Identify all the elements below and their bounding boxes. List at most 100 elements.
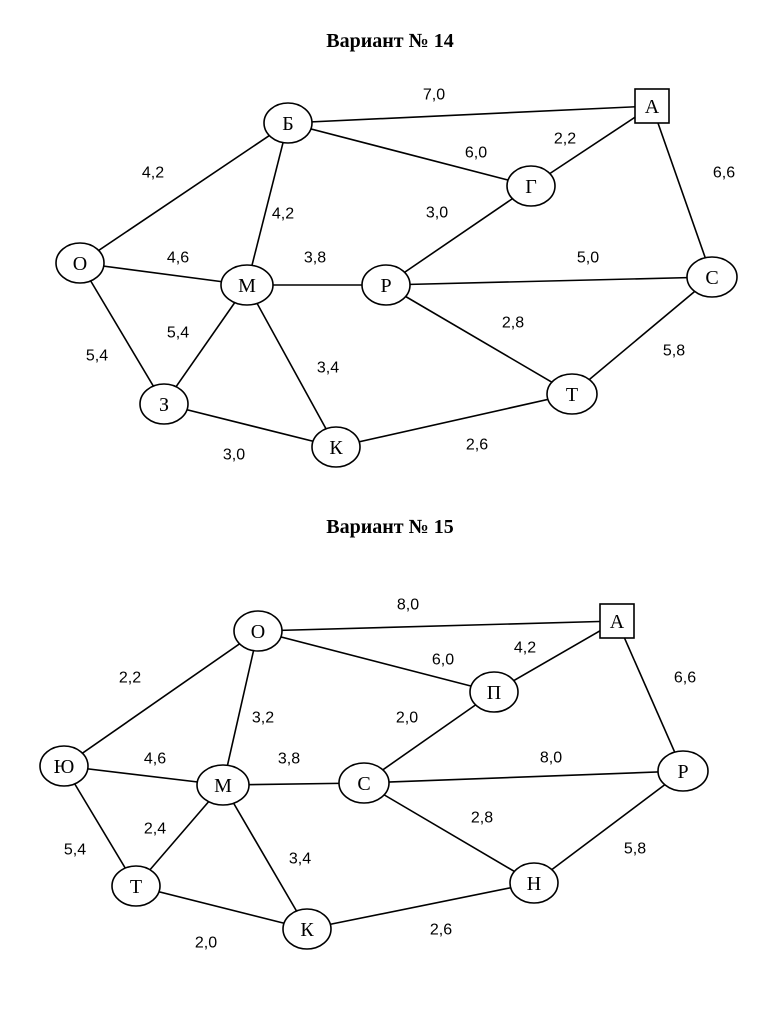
node-label: О <box>251 621 265 643</box>
node-С: С <box>686 256 738 298</box>
edge-З-К <box>163 403 337 448</box>
edge-weight-label: 5,8 <box>624 841 646 858</box>
edge-П-А <box>493 620 618 693</box>
edge-Р-Т <box>385 284 573 395</box>
edge-weight-label: 5,8 <box>663 343 685 360</box>
node-М: М <box>220 264 274 306</box>
node-circle <box>55 242 105 284</box>
node-label: Р <box>677 761 688 783</box>
node-circle <box>220 264 274 306</box>
node-circle <box>509 862 559 904</box>
node-circle <box>139 383 189 425</box>
node-З: З <box>139 383 189 425</box>
edge-weight-label: 2,2 <box>119 670 141 687</box>
variant-15-title: Вариант № 15 <box>326 516 454 538</box>
edge-weight-label: 2,6 <box>466 437 488 454</box>
node-О: О <box>55 242 105 284</box>
edge-weight-label: 2,0 <box>195 935 217 952</box>
node-circle <box>686 256 738 298</box>
edge-Р-Н <box>533 770 684 884</box>
node-circle <box>506 165 556 207</box>
edge-К-Н <box>306 882 535 930</box>
edge-weight-label: 2,2 <box>554 131 576 148</box>
node-circle <box>111 865 161 907</box>
edge-М-О <box>222 630 259 786</box>
node-label: А <box>610 611 625 633</box>
node-square <box>634 88 670 124</box>
node-Б: Б <box>263 102 313 144</box>
node-Р: Р <box>361 264 411 306</box>
node-label: С <box>705 267 718 289</box>
edge-weight-label: 3,0 <box>223 447 245 464</box>
edge-М-З <box>163 284 248 405</box>
node-Г: Г <box>506 165 556 207</box>
node-circle <box>361 264 411 306</box>
edge-weight-label: 2,6 <box>430 922 452 939</box>
edge-weight-label: 2,0 <box>396 710 418 727</box>
node-circle <box>196 764 250 806</box>
edge-М-К <box>222 784 308 930</box>
edge-weight-label: 4,2 <box>514 640 536 657</box>
edge-weight-label: 2,8 <box>471 810 493 827</box>
node-А: А <box>634 88 670 124</box>
nodes: А Б Г О М Р С З К Т <box>55 88 738 468</box>
node-Р: Р <box>657 750 709 792</box>
node-circle <box>39 745 89 787</box>
edge-weight-label: 3,0 <box>426 205 448 222</box>
node-circle <box>311 426 361 468</box>
edge-weight-label: 6,6 <box>713 165 735 182</box>
edge-Т-К <box>135 885 308 930</box>
node-label: К <box>300 919 314 941</box>
edge-Б-А <box>287 105 653 124</box>
edge-Б-Г <box>287 122 532 187</box>
node-label: М <box>214 775 232 797</box>
edge-С-Т <box>571 276 713 395</box>
node-circle <box>338 762 390 804</box>
node-label: М <box>238 275 256 297</box>
edge-Р-С <box>385 276 713 286</box>
edge-weight-label: 3,2 <box>252 710 274 727</box>
edge-weight-label: 2,8 <box>502 315 524 332</box>
edge-weight-label: 4,6 <box>144 751 166 768</box>
edge-О-З <box>79 262 165 405</box>
edge-weight-label: 7,0 <box>423 87 445 104</box>
node-label: С <box>357 773 370 795</box>
edge-Г-А <box>530 105 653 187</box>
node-circle <box>282 908 332 950</box>
edge-Р-Г <box>385 185 532 286</box>
edge-weight-label: 3,4 <box>317 360 339 377</box>
edge-Ю-Т <box>63 765 137 887</box>
edge-weight-label: 3,8 <box>304 250 326 267</box>
edge-weight-label: 4,2 <box>272 206 294 223</box>
node-circle <box>546 373 598 415</box>
edge-О-П <box>257 630 495 693</box>
node-label: Т <box>130 876 142 898</box>
edge-О-А <box>257 620 618 632</box>
node-label: П <box>487 682 501 704</box>
node-circle <box>469 671 519 713</box>
node-square <box>599 603 635 639</box>
edges <box>79 105 713 448</box>
edge-weight-label: 6,6 <box>674 670 696 687</box>
node-Т: Т <box>111 865 161 907</box>
edge-weight-label: 4,6 <box>167 250 189 267</box>
edge-weight-label: 3,4 <box>289 851 311 868</box>
edge-А-Р <box>616 620 684 772</box>
edge-weight-label: 4,2 <box>142 165 164 182</box>
node-С: С <box>338 762 390 804</box>
edge-weight-label: 6,0 <box>432 652 454 669</box>
node-label: Р <box>380 275 391 297</box>
node-Т: Т <box>546 373 598 415</box>
edge-О-М <box>79 262 248 286</box>
node-К: К <box>311 426 361 468</box>
node-label: Ю <box>54 756 75 778</box>
node-label: Б <box>282 113 293 135</box>
edge-weight-label: 5,0 <box>577 250 599 267</box>
node-label: З <box>159 394 169 416</box>
node-label: О <box>73 253 87 275</box>
node-О: О <box>233 610 283 652</box>
edge-К-Т <box>335 393 573 448</box>
